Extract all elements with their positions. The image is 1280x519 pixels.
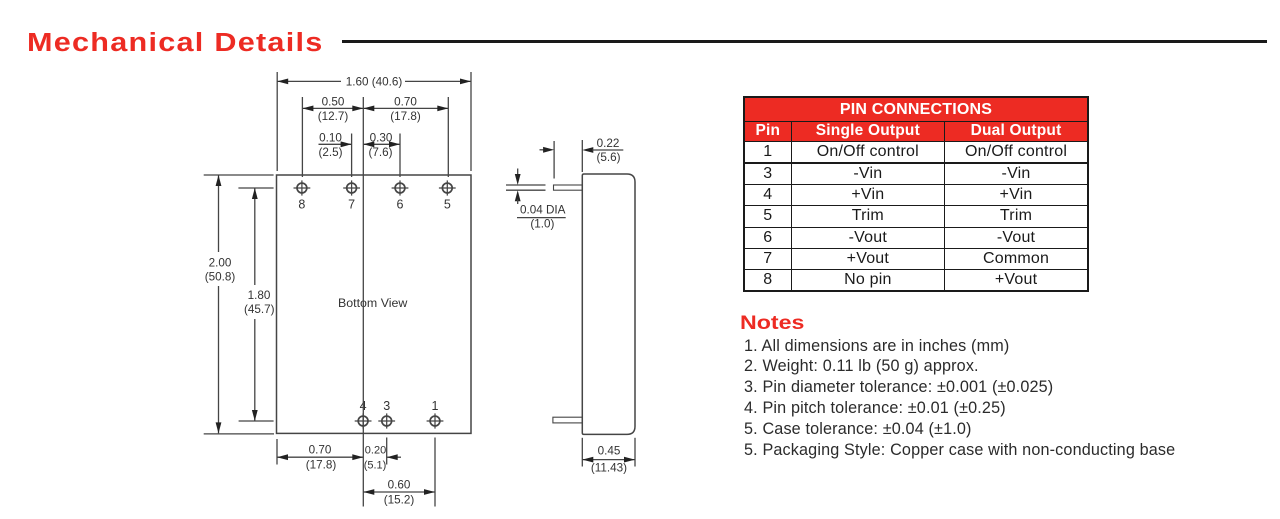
svg-text:(11.43): (11.43) xyxy=(591,462,627,475)
svg-text:(2.5): (2.5) xyxy=(318,146,342,159)
svg-text:0.60: 0.60 xyxy=(388,478,411,491)
svg-text:0.20: 0.20 xyxy=(365,445,386,457)
svg-text:1.60 (40.6): 1.60 (40.6) xyxy=(346,76,403,89)
svg-text:(12.7): (12.7) xyxy=(318,110,349,123)
svg-text:1.80: 1.80 xyxy=(248,289,271,302)
svg-text:0.30: 0.30 xyxy=(370,132,393,145)
svg-text:0.04 DIA: 0.04 DIA xyxy=(520,204,566,217)
svg-text:(50.8): (50.8) xyxy=(205,271,236,284)
svg-text:0.70: 0.70 xyxy=(309,444,332,457)
svg-text:0.50: 0.50 xyxy=(322,96,345,109)
svg-text:0.10: 0.10 xyxy=(319,132,342,145)
svg-text:(17.8): (17.8) xyxy=(390,110,421,123)
svg-text:(5.6): (5.6) xyxy=(596,151,620,164)
svg-text:(15.2): (15.2) xyxy=(384,494,415,507)
svg-text:Bottom View: Bottom View xyxy=(338,296,407,310)
svg-text:(1.0): (1.0) xyxy=(530,218,554,231)
svg-text:0.70: 0.70 xyxy=(394,96,417,109)
svg-text:7: 7 xyxy=(348,197,355,211)
svg-text:1: 1 xyxy=(432,399,439,413)
svg-text:0.45: 0.45 xyxy=(598,444,621,457)
svg-text:3: 3 xyxy=(383,399,390,413)
svg-text:8: 8 xyxy=(298,197,305,211)
svg-text:(5.1): (5.1) xyxy=(364,460,387,472)
svg-text:0.22: 0.22 xyxy=(597,137,620,150)
svg-text:5: 5 xyxy=(444,197,451,211)
svg-text:6: 6 xyxy=(397,197,404,211)
svg-text:(17.8): (17.8) xyxy=(306,459,337,472)
svg-text:2.00: 2.00 xyxy=(209,256,232,269)
svg-text:(7.6): (7.6) xyxy=(368,146,392,159)
svg-text:(45.7): (45.7) xyxy=(244,303,275,316)
